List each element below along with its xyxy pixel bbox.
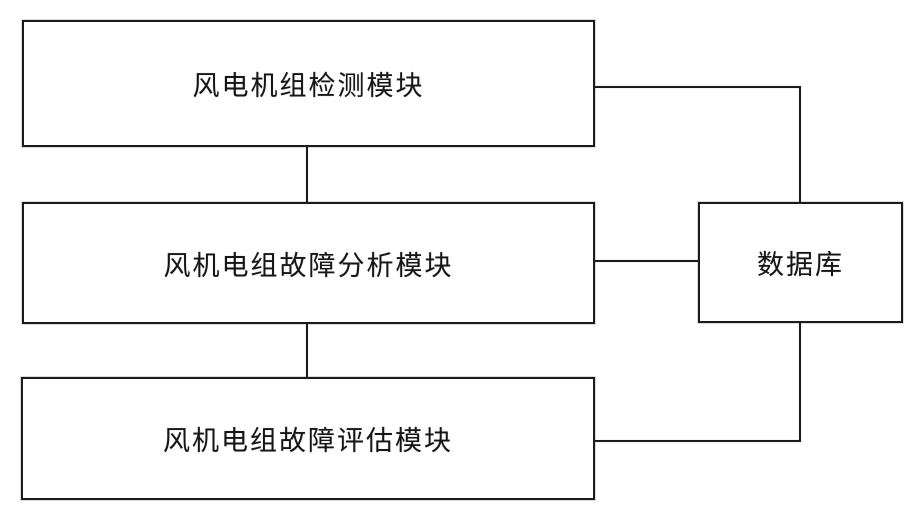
module-label-fault-evaluation: 风机电组故障评估模块	[163, 426, 453, 456]
module-box-wind-turbine-detection: 风电机组检测模块	[22, 20, 595, 147]
connector-detection-to-database-horizontal	[595, 86, 801, 88]
connector-detection-to-analysis	[306, 147, 308, 202]
connector-analysis-to-database	[595, 260, 698, 262]
connector-evaluation-to-database-horizontal	[595, 440, 801, 442]
connector-analysis-to-evaluation	[306, 324, 308, 377]
database-label: 数据库	[757, 250, 844, 280]
module-box-fault-analysis: 风机电组故障分析模块	[22, 202, 595, 324]
connector-detection-to-database-vertical	[799, 86, 801, 202]
module-box-fault-evaluation: 风机电组故障评估模块	[21, 377, 595, 500]
database-box: 数据库	[698, 202, 903, 323]
connector-evaluation-to-database-vertical	[799, 323, 801, 442]
module-label-wind-turbine-detection: 风电机组检测模块	[192, 71, 425, 101]
module-label-fault-analysis: 风机电组故障分析模块	[163, 250, 454, 281]
